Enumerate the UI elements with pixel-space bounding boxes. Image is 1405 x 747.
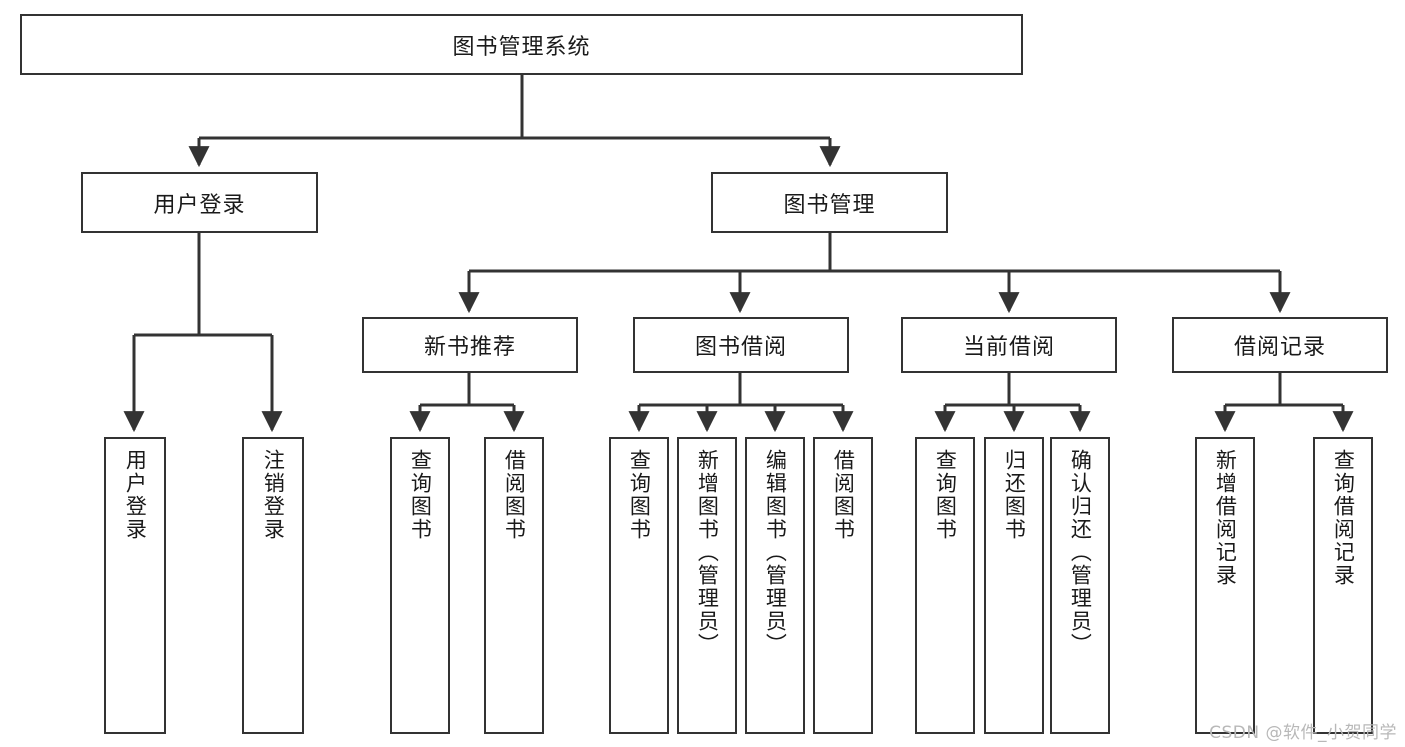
node-label: 图书借阅 [694, 335, 787, 360]
leaf-borrow-book-recommend[interactable]: 借阅图书 [484, 437, 544, 734]
leaf-return-book[interactable]: 归还图书 [984, 437, 1044, 734]
node-label: 编辑图书（管理员） [763, 449, 788, 656]
node-label: 新书推荐 [423, 335, 516, 360]
leaf-borrow-book[interactable]: 借阅图书 [813, 437, 873, 734]
node-label: 查询图书 [933, 449, 958, 541]
node-label: 归还图书 [1002, 449, 1027, 541]
node-book-management[interactable]: 图书管理 [711, 172, 948, 233]
node-label: 借阅记录 [1233, 335, 1326, 360]
node-label: 图书管理 [783, 192, 876, 218]
leaf-add-borrow-record[interactable]: 新增借阅记录 [1195, 437, 1255, 734]
node-label: 新增借阅记录 [1213, 449, 1238, 587]
node-label: 注销登录 [261, 449, 286, 541]
leaf-query-book-borrow[interactable]: 查询图书 [609, 437, 669, 734]
node-new-book-recommend[interactable]: 新书推荐 [362, 317, 578, 373]
node-label: 用户登录 [153, 192, 246, 218]
node-label: 借阅图书 [502, 449, 527, 541]
leaf-logout[interactable]: 注销登录 [242, 437, 304, 734]
leaf-query-borrow-record[interactable]: 查询借阅记录 [1313, 437, 1373, 734]
node-current-borrow[interactable]: 当前借阅 [901, 317, 1117, 373]
leaf-edit-book-admin[interactable]: 编辑图书（管理员） [745, 437, 805, 734]
node-label: 确认归还（管理员） [1068, 449, 1093, 656]
leaf-add-book-admin[interactable]: 新增图书（管理员） [677, 437, 737, 734]
node-label: 用户登录 [123, 449, 148, 541]
node-book-borrow[interactable]: 图书借阅 [633, 317, 849, 373]
node-label: 图书管理系统 [452, 34, 591, 60]
node-label: 借阅图书 [831, 449, 856, 541]
node-label: 查询图书 [408, 449, 433, 541]
node-root-book-management-system[interactable]: 图书管理系统 [20, 14, 1023, 75]
leaf-query-book-current[interactable]: 查询图书 [915, 437, 975, 734]
node-label: 新增图书（管理员） [695, 449, 720, 656]
node-label: 查询图书 [627, 449, 652, 541]
node-borrow-record[interactable]: 借阅记录 [1172, 317, 1388, 373]
leaf-query-book-recommend[interactable]: 查询图书 [390, 437, 450, 734]
node-label: 当前借阅 [962, 335, 1055, 360]
leaf-confirm-return-admin[interactable]: 确认归还（管理员） [1050, 437, 1110, 734]
leaf-user-login[interactable]: 用户登录 [104, 437, 166, 734]
node-label: 查询借阅记录 [1331, 449, 1356, 587]
node-user-login[interactable]: 用户登录 [81, 172, 318, 233]
